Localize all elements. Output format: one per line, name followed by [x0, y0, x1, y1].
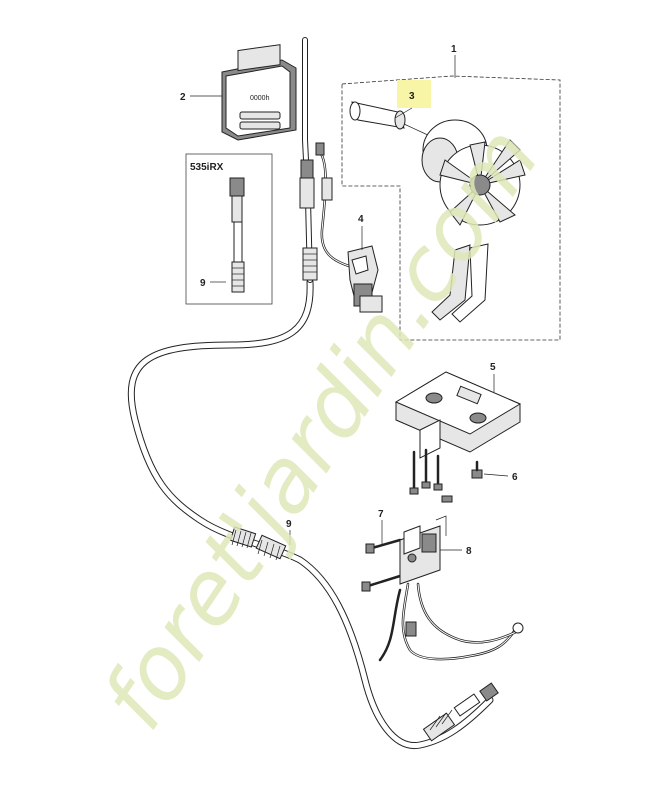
callout-9-cable: 9 [286, 519, 292, 530]
main-cable [127, 278, 499, 750]
sleeve-part-3 [349, 101, 406, 130]
cable-connector-end [422, 682, 499, 742]
leader-lines [190, 55, 509, 551]
motor-assembly [341, 75, 561, 341]
callout-3-highlight [397, 80, 431, 108]
callouts: 1 2 3 4 5 6 7 8 9 9 [180, 44, 518, 557]
inset-title: 535iRX [190, 162, 224, 173]
callout-4: 4 [358, 214, 364, 225]
callout-2: 2 [180, 92, 186, 103]
bolt-part-6 [471, 460, 483, 479]
callout-1: 1 [451, 44, 457, 55]
control-box [394, 371, 522, 459]
bolt-lower [361, 574, 402, 592]
callout-6: 6 [512, 472, 518, 483]
callout-7: 7 [378, 509, 384, 520]
bolt-part-7 [365, 538, 402, 554]
bolts [361, 448, 483, 592]
display-readout: 0000h [250, 95, 270, 102]
callout-8: 8 [466, 546, 472, 557]
upper-cable [299, 37, 357, 283]
clip-module [347, 245, 383, 313]
callout-5: 5 [490, 362, 496, 373]
fan [439, 139, 526, 226]
callout-3: 3 [409, 91, 415, 102]
display-module: 0000h [221, 44, 297, 141]
bracket-part-8 [399, 515, 447, 585]
inset-535irx: 535iRX [185, 153, 273, 305]
callout-9-inset: 9 [200, 278, 206, 289]
lower-wires [378, 582, 524, 662]
cable-wrap-mid [229, 526, 287, 561]
